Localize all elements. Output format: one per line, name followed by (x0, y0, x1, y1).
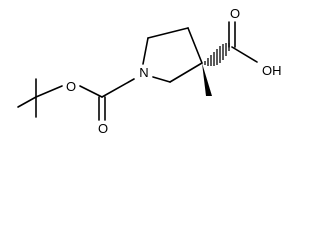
bond-c3-c4 (187, 27, 203, 64)
bond-carbonyl-c-n (101, 78, 135, 98)
ester-oxygen-label: O (66, 79, 76, 94)
structure-diagram: O O N O OH (17, 6, 282, 136)
carbamate-group (79, 78, 135, 121)
pyrrolidine-ring (142, 27, 203, 83)
bond-c5-n (152, 76, 171, 83)
bond-tbu-c-o (35, 85, 63, 98)
bond-n-c2 (142, 37, 149, 65)
bond-c4-c5 (169, 62, 203, 83)
bond-acid-c-oh (231, 46, 258, 63)
acid-hydroxyl-label: OH (262, 63, 282, 78)
ring-nitrogen-label: N (139, 65, 148, 80)
tert-butyl-group (17, 78, 63, 118)
bond-c2-c3 (147, 27, 189, 39)
carboxylic-acid-group (228, 21, 258, 63)
carbonyl-oxygen-label: O (98, 121, 108, 136)
bond-o-carbonyl-c (79, 85, 103, 98)
bond-tbu-c-left (17, 96, 37, 108)
methyl-wedge-bond (202, 63, 212, 96)
acid-hashed-bond (204, 43, 230, 66)
acid-carbonyl-oxygen-label: O (230, 6, 240, 21)
